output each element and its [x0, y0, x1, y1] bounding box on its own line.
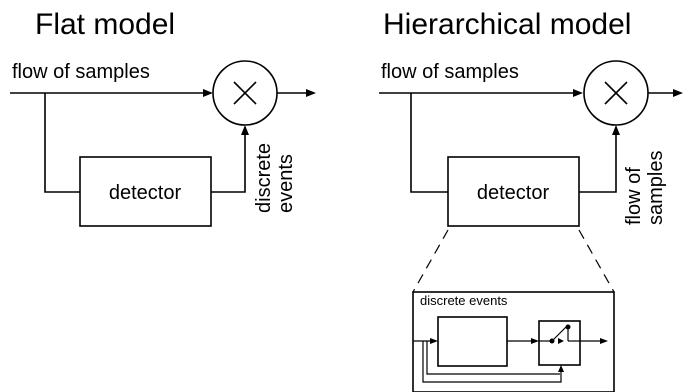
internal-bypass-line: [422, 341, 562, 383]
internal-mid-arrow: [531, 338, 539, 344]
flat-output-arrow: [306, 89, 316, 97]
flat-model-title: Flat model: [35, 8, 175, 41]
flat-return-line: [211, 133, 246, 193]
hier-arrow-into-multiplier-bottom: [612, 125, 620, 135]
hier-arrow-into-multiplier: [573, 89, 583, 97]
flat-side-label-line1: discrete: [253, 143, 275, 213]
flat-multiplier: [212, 60, 278, 126]
hier-side-label: flow of samples: [623, 151, 667, 225]
internal-output-arrow: [600, 338, 608, 344]
hier-return-line: [579, 133, 617, 193]
detector-internal-frame: [412, 291, 615, 392]
multiply-icon: [233, 81, 257, 105]
detector-internal-label: discrete events: [420, 293, 508, 308]
internal-bypass-arrow: [558, 365, 564, 372]
flat-branch-line: [44, 93, 80, 193]
hier-model-title: Hierarchical model: [383, 8, 631, 41]
flat-arrow-into-multiplier-bottom: [241, 125, 249, 135]
hier-side-label-line1: flow of: [623, 167, 645, 225]
multiply-icon: [604, 81, 628, 105]
zoom-line-left: [412, 229, 449, 293]
hier-side-label-line2: samples: [645, 151, 667, 225]
switch-block: [538, 320, 581, 366]
hier-branch-line: [410, 93, 448, 193]
zoom-line-right: [578, 229, 615, 293]
detector-internal-view: discrete events: [412, 291, 615, 392]
flat-model: Flat model flow of samples detector disc…: [10, 8, 316, 227]
hier-multiplier: [583, 60, 649, 126]
flat-flow-label: flow of samples: [12, 61, 150, 83]
internal-control-line: [426, 341, 560, 375]
flat-side-label: discrete events: [253, 143, 297, 213]
flat-detector-label: detector: [109, 182, 182, 204]
hier-detector-label: detector: [477, 182, 550, 204]
switch-icon: [539, 324, 580, 344]
hier-output-arrow: [673, 89, 683, 97]
internal-detector-block: [437, 316, 508, 367]
flat-arrow-into-multiplier: [203, 89, 213, 97]
hierarchical-model: Hierarchical model flow of samples detec…: [379, 8, 683, 392]
internal-input-arrow: [430, 338, 438, 344]
flat-side-label-line2: events: [275, 154, 297, 213]
hier-flow-label: flow of samples: [381, 61, 519, 83]
switch-block-frame: [538, 320, 581, 366]
